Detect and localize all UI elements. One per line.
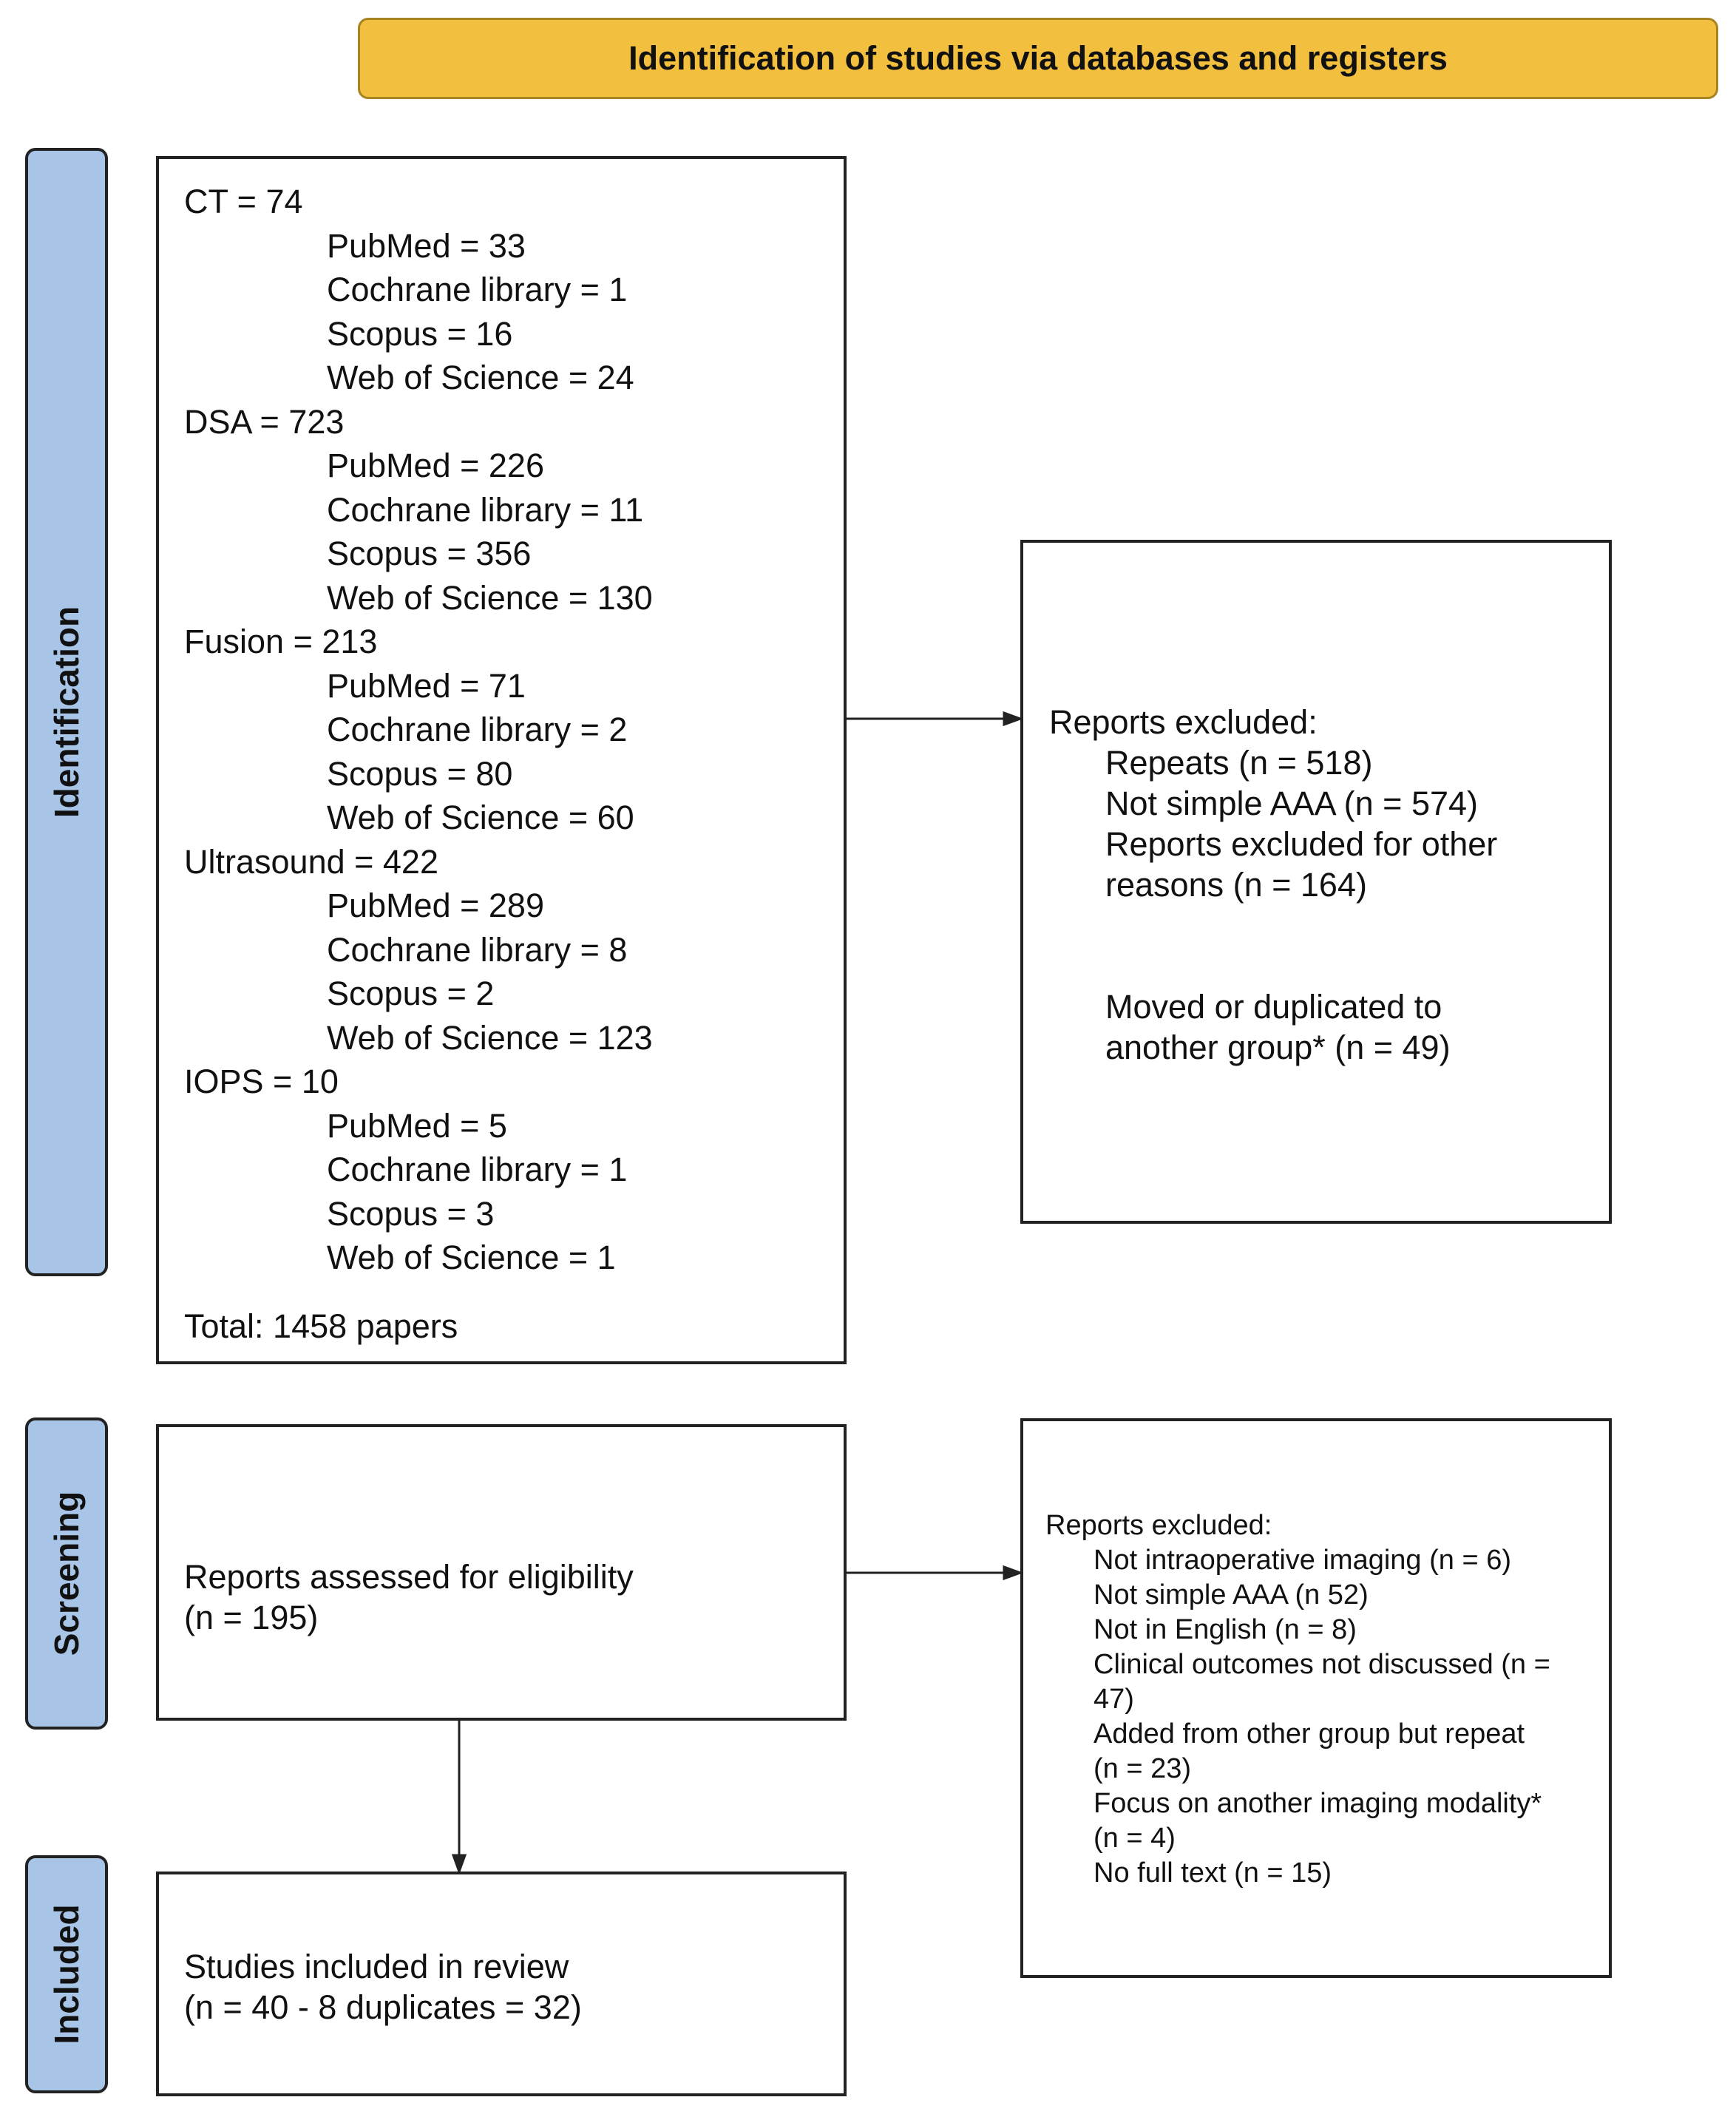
excluded-heading: Reports excluded: [1049, 703, 1318, 741]
excluded-item: Not simple AAA (n = 574) [1105, 785, 1479, 822]
excluded-item: Reports excluded for other reasons (n = … [1105, 825, 1498, 904]
source-line: Web of Science = 24 [327, 359, 634, 396]
excluded-item: Not in English (n = 8) [1094, 1614, 1357, 1645]
excluded-item: Clinical outcomes not discussed (n = 47) [1094, 1649, 1550, 1715]
screening-box: Reports assessed for eligibility (n = 19… [156, 1424, 847, 1721]
source-line: PubMed = 5 [327, 1106, 507, 1145]
header-banner: Identification of studies via databases … [358, 18, 1718, 99]
header-title: Identification of studies via databases … [628, 39, 1448, 77]
included-box: Studies included in review (n = 40 - 8 d… [156, 1872, 847, 2096]
arrowhead [451, 1854, 467, 1875]
source-line: PubMed = 71 [327, 666, 526, 705]
arrowhead [1003, 711, 1024, 727]
source-line: Scopus = 3 [327, 1194, 495, 1233]
excluded-note: Moved or duplicated to another group* (n… [1105, 988, 1451, 1066]
source-line: Scopus = 16 [327, 314, 513, 353]
source-line: Cochrane library = 8 [327, 930, 628, 969]
source-line: Cochrane library = 1 [327, 1151, 628, 1188]
excluded-item: Repeats (n = 518) [1105, 744, 1373, 782]
excluded-heading: Reports excluded: [1045, 1510, 1272, 1541]
group-label-ultrasound: Ultrasound = 422 [184, 842, 438, 881]
source-line: Scopus = 356 [327, 535, 532, 572]
source-line: Cochrane library = 11 [327, 490, 644, 529]
phase-identification: Identification [25, 148, 108, 1276]
group-label-dsa: DSA = 723 [184, 402, 345, 441]
excluded-box-screening: Reports excluded: Not intraoperative ima… [1020, 1418, 1612, 1978]
source-line: Web of Science = 123 [327, 1018, 653, 1057]
excluded-item: No full text (n = 15) [1094, 1857, 1332, 1889]
excluded-box-identification: Reports excluded: Repeats (n = 518) Not … [1020, 540, 1612, 1224]
identification-box: CT = 74 PubMed = 33 Cochrane library = 1… [156, 156, 847, 1364]
source-line: Scopus = 2 [327, 975, 495, 1012]
group-label-ct: CT = 74 [184, 183, 303, 220]
source-line: PubMed = 33 [327, 226, 526, 265]
total-papers: Total: 1458 papers [184, 1307, 458, 1345]
group-label-fusion: Fusion = 213 [184, 623, 378, 660]
screening-line-1: Reports assessed for eligibility [184, 1558, 634, 1596]
source-line: PubMed = 289 [327, 887, 544, 924]
phase-screening: Screening [25, 1417, 108, 1730]
excluded-item: Not intraoperative imaging (n = 6) [1094, 1545, 1512, 1576]
group-label-iops: IOPS = 10 [184, 1063, 339, 1100]
included-line-2: (n = 40 - 8 duplicates = 32) [184, 1988, 582, 2026]
phase-included: Included [25, 1855, 108, 2093]
excluded-item: Added from other group but repeat (n = 2… [1094, 1718, 1525, 1784]
excluded-item: Not simple AAA (n 52) [1094, 1579, 1369, 1610]
arrowhead [1003, 1565, 1024, 1581]
source-line: Scopus = 80 [327, 754, 513, 793]
included-line-1: Studies included in review [184, 1948, 569, 1985]
source-line: Web of Science = 1 [327, 1239, 616, 1276]
source-line: Web of Science = 60 [327, 799, 634, 836]
source-line: Cochrane library = 2 [327, 711, 628, 748]
source-line: Cochrane library = 1 [327, 271, 628, 308]
source-line: Web of Science = 130 [327, 578, 653, 617]
excluded-item: Focus on another imaging modality* (n = … [1094, 1788, 1542, 1854]
source-line: PubMed = 226 [327, 447, 544, 484]
screening-line-2: (n = 195) [184, 1599, 319, 1636]
